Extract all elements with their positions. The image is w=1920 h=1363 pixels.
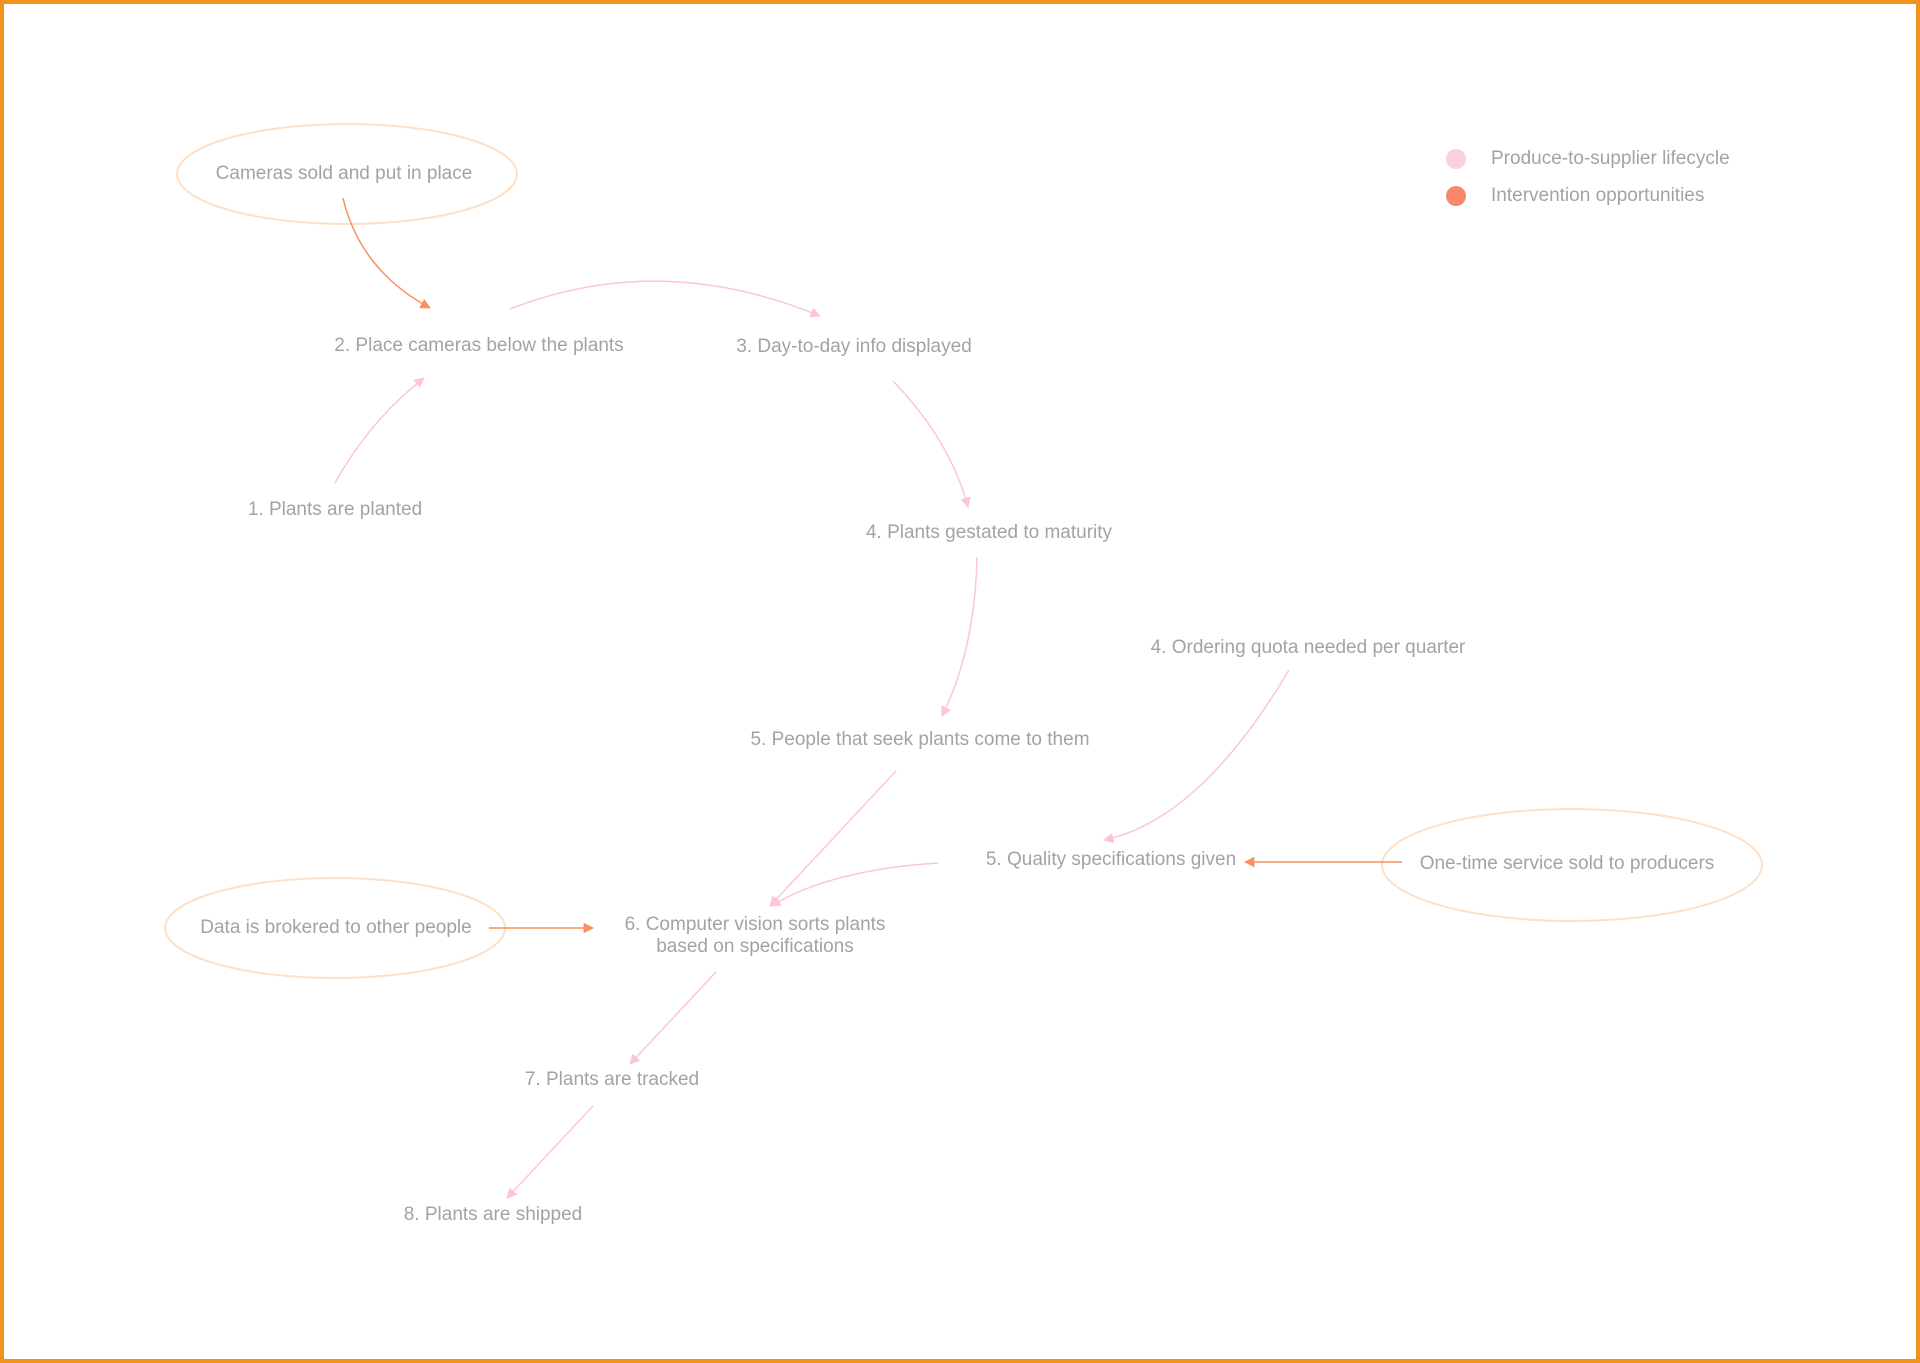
ellipse-service-sold: [1381, 808, 1763, 922]
arrow-step7-to-step8: [506, 1105, 594, 1199]
arrow-step4-to-step5: [941, 556, 978, 717]
step-place-cameras: 2. Place cameras below the plants: [334, 335, 624, 356]
step-quality-specifications: 5. Quality specifications given: [985, 849, 1237, 870]
arrow-cameras-sold-to-step2: [342, 197, 431, 309]
intervention-service-sold: One-time service sold to producers: [1419, 853, 1715, 874]
arrow-step5-to-step6: [769, 770, 897, 907]
arrow-step5b-to-step6: [770, 862, 939, 907]
arrow-step2-to-step3: [509, 280, 821, 318]
arrow-step6-to-step7: [629, 971, 717, 1065]
step-plants-shipped: 8. Plants are shipped: [403, 1204, 583, 1225]
step-ordering-quota: 4. Ordering quota needed per quarter: [1150, 637, 1466, 658]
legend-lifecycle-dot: [1446, 149, 1466, 169]
step-plants-tracked: 7. Plants are tracked: [524, 1069, 700, 1090]
step-computer-vision-sorts: 6. Computer vision sorts plants based on…: [624, 914, 886, 957]
intervention-cameras-sold: Cameras sold and put in place: [215, 163, 473, 184]
legend-intervention-dot: [1446, 186, 1466, 206]
intervention-data-brokered: Data is brokered to other people: [200, 917, 472, 938]
legend-lifecycle-label: Produce-to-supplier lifecycle: [1491, 148, 1730, 169]
arrow-step1-to-step2: [334, 377, 425, 484]
legend-intervention-label: Intervention opportunities: [1491, 185, 1705, 206]
step-day-to-day-info: 3. Day-to-day info displayed: [736, 336, 972, 357]
arrow-step4b-to-step5b: [1102, 669, 1290, 844]
step-plants-gestated: 4. Plants gestated to maturity: [865, 522, 1113, 543]
arrow-step3-to-step4: [892, 380, 971, 509]
step-plants-planted: 1. Plants are planted: [247, 499, 423, 520]
step-people-seek-plants: 5. People that seek plants come to them: [750, 729, 1090, 750]
ellipse-cameras-sold: [176, 123, 518, 225]
